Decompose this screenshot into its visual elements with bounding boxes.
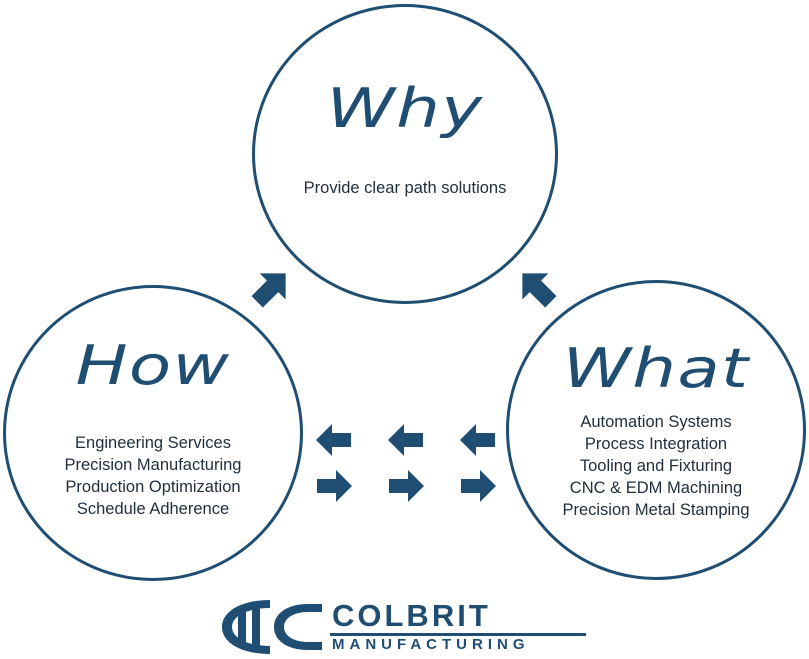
arrow-up-right-icon — [244, 260, 299, 315]
why-circle: Why Provide clear path solutions — [252, 4, 558, 304]
what-line: Automation Systems — [580, 413, 732, 431]
what-line: Process Integration — [584, 435, 728, 453]
logo-tagline: MANUFACTURING — [332, 636, 530, 653]
what-line: CNC & EDM Machining — [569, 479, 743, 497]
what-title: What — [562, 337, 750, 400]
arrow-right-icon — [317, 470, 352, 502]
how-line: Production Optimization — [65, 478, 241, 496]
arrow-left-icon — [316, 424, 351, 456]
arrow-left-icon — [460, 424, 495, 456]
colbrit-logo: COLBRIT MANUFACTURING — [212, 596, 592, 656]
why-line: Provide clear path solutions — [303, 179, 507, 197]
what-line: Tooling and Fixturing — [579, 457, 733, 475]
logo-rule — [330, 633, 586, 636]
why-title: Why — [326, 77, 484, 140]
arrow-right-icon — [461, 470, 496, 502]
how-description: Engineering Services Precision Manufactu… — [6, 432, 300, 520]
logo-name: COLBRIT — [332, 598, 491, 633]
arrow-left-icon — [388, 424, 423, 456]
arrow-right-icon — [389, 470, 424, 502]
how-line: Engineering Services — [75, 434, 231, 452]
what-description: Automation Systems Process Integration T… — [509, 411, 803, 521]
arrow-up-left-icon — [509, 260, 564, 315]
how-line: Precision Manufacturing — [64, 456, 242, 474]
what-circle: What Automation Systems Process Integrat… — [506, 280, 806, 580]
why-description: Provide clear path solutions — [255, 177, 555, 199]
how-circle: How Engineering Services Precision Manuf… — [3, 285, 303, 581]
logo-mark-icon — [222, 600, 322, 654]
how-line: Schedule Adherence — [76, 500, 230, 518]
how-title: How — [75, 334, 231, 397]
what-line: Precision Metal Stamping — [562, 501, 750, 519]
